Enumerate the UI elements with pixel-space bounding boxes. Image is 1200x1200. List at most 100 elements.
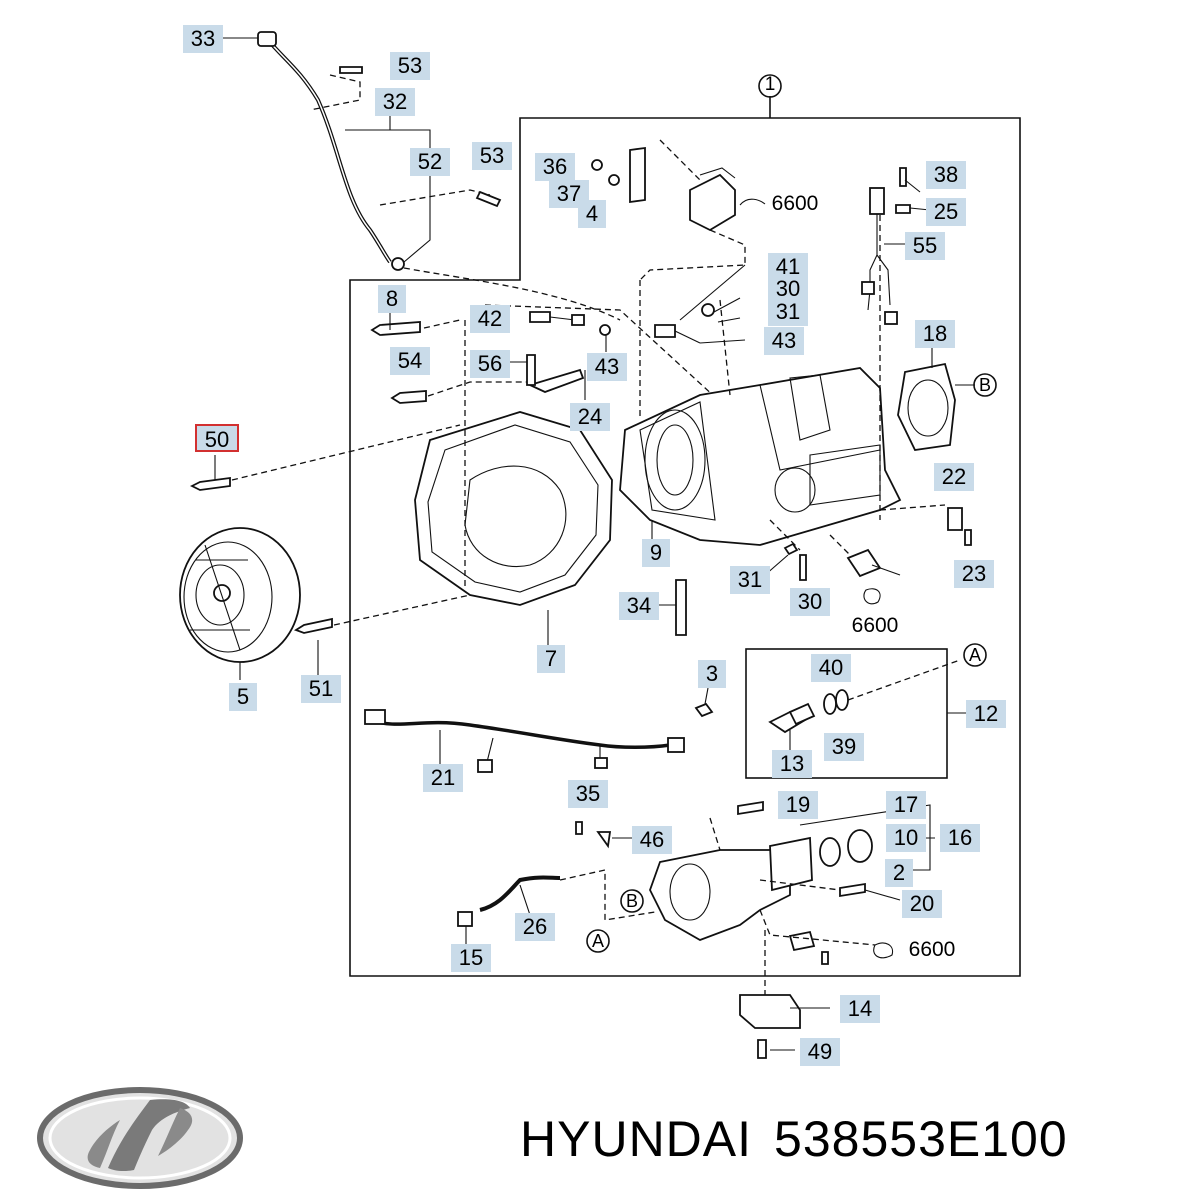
section-marker-text: B [978, 375, 991, 395]
callout-label: 17 [886, 791, 926, 819]
callout-label-highlighted: 50 [195, 424, 239, 452]
section-a-marker-top [963, 643, 987, 667]
tube-end-seal [391, 257, 405, 271]
bracket-46 [596, 831, 612, 849]
oring-39 [835, 689, 849, 711]
callout-label: 10 [886, 824, 926, 852]
callout-label: 43 [587, 353, 627, 381]
bolt-19 [737, 800, 764, 816]
callout-label: 12 [966, 700, 1006, 728]
bracket-24 [527, 368, 585, 393]
callout-label: 4 [578, 200, 606, 228]
callout-label: 24 [570, 403, 610, 431]
transmission-case [619, 367, 902, 546]
washer-31 [783, 542, 799, 556]
gasket-18 [897, 362, 956, 451]
clip-25 [895, 204, 911, 214]
extension-housing [649, 849, 791, 941]
hyundai-logo-icon [37, 1087, 243, 1189]
bolt-51 [293, 617, 333, 634]
section-marker-text: B [625, 891, 638, 911]
callout-label: 19 [778, 791, 818, 819]
bracket-4 [629, 146, 646, 204]
callout-label: 16 [940, 824, 980, 852]
mount-14 [739, 994, 801, 1029]
speed-sensor [846, 548, 882, 578]
clip-22 [947, 507, 963, 531]
bolt-53b [475, 190, 502, 208]
assembly-frame [349, 117, 1021, 977]
plug-3 [694, 702, 714, 718]
callout-label: 53 [472, 142, 512, 170]
bolt-53a [339, 66, 363, 74]
callout-label: 23 [954, 560, 994, 588]
callout-label: 13 [772, 750, 812, 778]
vent-cap-15 [457, 911, 473, 927]
callout-label: 40 [811, 654, 851, 682]
seal-10 [819, 837, 841, 867]
section-b-marker-bottom [620, 889, 644, 913]
callout-label: 7 [537, 645, 565, 673]
bolt-56 [526, 354, 536, 386]
cable-42 [529, 311, 551, 323]
callout-label: 49 [800, 1038, 840, 1066]
callout-label: 55 [905, 232, 945, 260]
bolt-50 [189, 476, 231, 491]
bolt-35 [575, 821, 583, 835]
part-number: 538553E100 [774, 1111, 1068, 1167]
callout-label: 38 [926, 161, 966, 189]
sensor-6600-top [689, 173, 736, 232]
callout-label: 33 [183, 25, 223, 53]
harness-connector-left [364, 709, 386, 725]
callout-label: 3 [698, 660, 726, 688]
callout-label: 6600 [851, 614, 899, 637]
bolt-30b [799, 554, 807, 581]
callout-label: 46 [632, 826, 672, 854]
section-b-marker-top [973, 373, 997, 397]
oring-40 [823, 693, 837, 715]
callout-label: 25 [926, 198, 966, 226]
callout-label: 21 [423, 764, 463, 792]
torque-converter [179, 527, 301, 663]
bolt-36 [591, 159, 603, 171]
bolt-54 [390, 390, 427, 404]
callout-label: 34 [619, 592, 659, 620]
sensor-55 [869, 187, 885, 215]
callout-label: 31 [730, 566, 770, 594]
callout-label: 32 [375, 88, 415, 116]
bolt-8 [370, 321, 421, 336]
callout-label: 31 [768, 298, 808, 326]
wiring-harness [369, 718, 671, 749]
callout-label: 18 [915, 320, 955, 348]
assembly-callout-ring [758, 74, 782, 98]
callout-label: 26 [515, 913, 555, 941]
section-marker-text: A [591, 931, 604, 951]
dipstick-tube [266, 38, 392, 264]
callout-label: 53 [390, 52, 430, 80]
callout-label: 6600 [908, 938, 956, 961]
callout-label: 35 [568, 780, 608, 808]
bolt-30a [701, 303, 715, 317]
screw-38 [899, 167, 907, 187]
callout-label: 8 [378, 285, 406, 313]
section-marker-text: A [968, 645, 981, 665]
callout-label: 6600 [771, 192, 819, 215]
callout-label: 39 [824, 733, 864, 761]
callout-label: 22 [934, 463, 974, 491]
bolt-49 [757, 1039, 767, 1059]
callout-label: 54 [390, 347, 430, 375]
callout-label: 14 [840, 995, 880, 1023]
callout-label: 37 [549, 180, 589, 208]
bushing-2 [847, 829, 873, 863]
section-a-marker-bottom [586, 929, 610, 953]
callout-label: 2 [885, 859, 913, 887]
callout-label: 15 [451, 944, 491, 972]
callout-label: 9 [642, 539, 670, 567]
callout-label: 43 [764, 327, 804, 355]
assembly-callout-text: 1 [764, 74, 776, 95]
bolt-20 [839, 882, 866, 898]
converter-housing [414, 411, 613, 606]
